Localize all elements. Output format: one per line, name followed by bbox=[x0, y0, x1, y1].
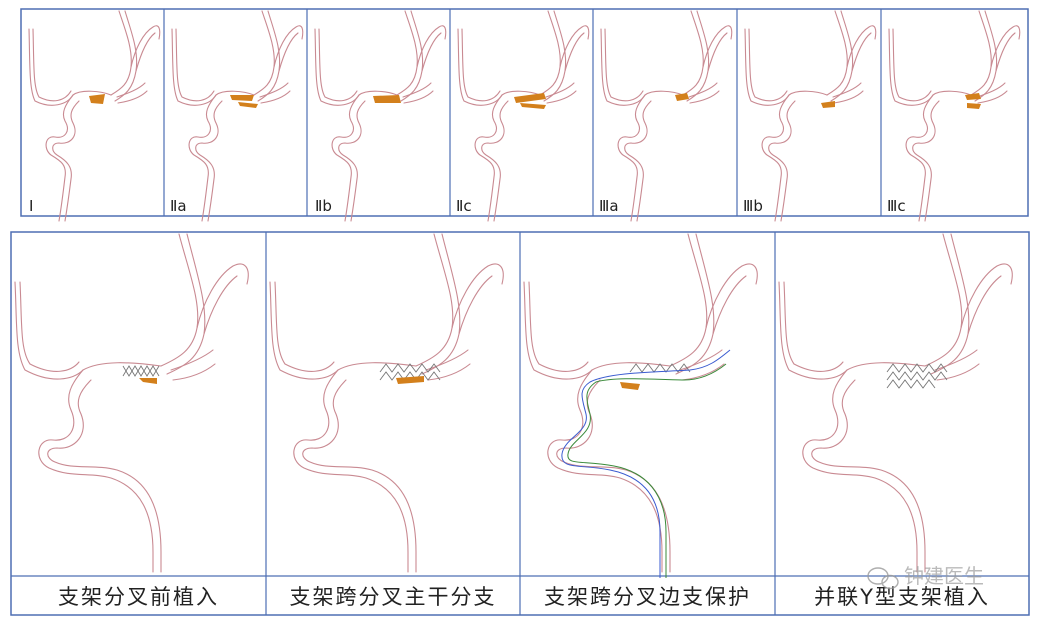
panel-type-IIIa: Ⅲa bbox=[599, 10, 733, 222]
plaque-mark bbox=[373, 95, 401, 103]
panel-type-I: Ⅰ bbox=[28, 10, 161, 222]
panel-label: Ⅱa bbox=[170, 197, 187, 215]
stent-mesh bbox=[886, 363, 948, 389]
panel-type-IIb: Ⅱb bbox=[314, 10, 447, 222]
plaque-mark bbox=[675, 93, 689, 101]
panel-label: Ⅲb bbox=[743, 197, 763, 215]
panel-parallel-y-stent bbox=[778, 233, 1013, 573]
panel-label: Ⅱc bbox=[456, 197, 472, 215]
guide-wire-green bbox=[567, 363, 727, 578]
guide-wire-blue bbox=[561, 349, 731, 578]
panel-type-IIIc: Ⅲc bbox=[887, 10, 1021, 222]
panel-type-IIIb: Ⅲb bbox=[743, 10, 877, 222]
plaque-mark bbox=[620, 382, 640, 390]
panel-label: Ⅰ bbox=[29, 197, 33, 215]
panel-type-IIa: Ⅱa bbox=[170, 10, 304, 222]
caption-stent-before-bifurcation: 支架分叉前植入 bbox=[58, 585, 219, 609]
bottom-row: 支架分叉前植入 支架跨分叉主干分支 支架跨分叉边支保护 并联Y型支架植入 bbox=[10, 231, 1030, 616]
top-row: Ⅰ Ⅱa Ⅱb Ⅱc Ⅲa bbox=[20, 8, 1029, 222]
stent-mesh bbox=[629, 363, 691, 373]
stent-mesh bbox=[122, 365, 160, 377]
panel-type-IIc: Ⅱc bbox=[456, 10, 590, 222]
plaque-mark bbox=[238, 102, 258, 108]
plaque-mark bbox=[514, 93, 546, 103]
plaque-mark bbox=[139, 378, 157, 384]
plaque-mark bbox=[965, 93, 981, 100]
plaque-mark bbox=[396, 376, 424, 384]
watermark-text: 钟建医生 bbox=[904, 564, 984, 588]
panel-label: Ⅱb bbox=[315, 197, 332, 215]
panel-stent-side-branch-protection bbox=[523, 233, 758, 578]
plaque-mark bbox=[967, 103, 981, 109]
panel-label: Ⅲa bbox=[599, 197, 619, 215]
wechat-icon bbox=[867, 567, 899, 590]
plaque-mark bbox=[230, 95, 254, 101]
panel-label: Ⅲc bbox=[887, 197, 906, 215]
caption-stent-across-main-branch: 支架跨分叉主干分支 bbox=[290, 585, 497, 609]
plaque-mark bbox=[89, 94, 105, 104]
panel-stent-across-main-branch bbox=[269, 233, 504, 573]
plaque-mark bbox=[821, 101, 835, 108]
panel-stent-before-bifurcation bbox=[14, 233, 249, 573]
caption-parallel-y-stent: 并联Y型支架植入 bbox=[814, 585, 990, 609]
watermark: 钟建医生 bbox=[867, 564, 984, 590]
plaque-mark bbox=[520, 103, 546, 109]
caption-stent-side-branch-protection: 支架跨分叉边支保护 bbox=[544, 585, 751, 609]
stent-mesh bbox=[379, 363, 441, 381]
